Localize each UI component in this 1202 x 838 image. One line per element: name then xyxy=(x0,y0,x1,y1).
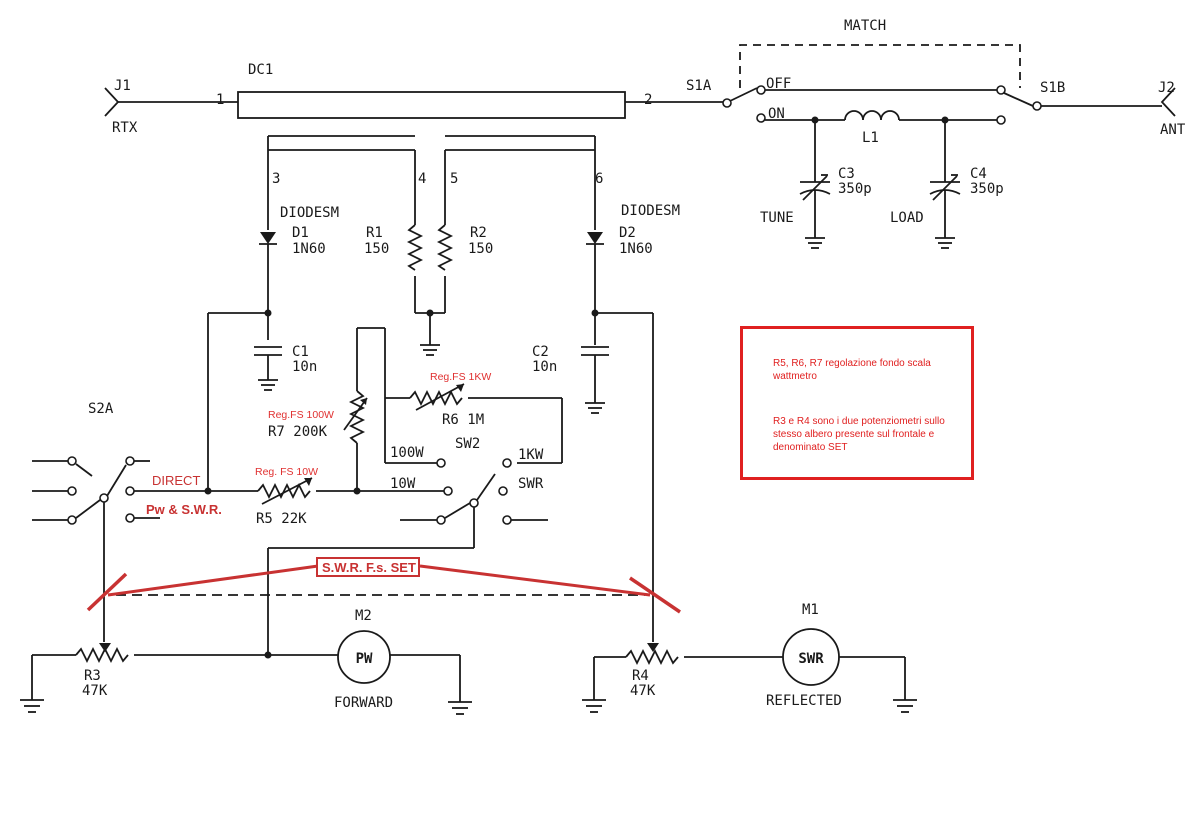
potentiometer-r4 xyxy=(582,643,785,713)
meter-m2-forward xyxy=(337,630,391,684)
dc1-pin1-label: 1 xyxy=(216,92,224,108)
capacitor-c2 xyxy=(581,346,609,414)
variable-capacitor-c4 xyxy=(929,120,961,249)
r4-label: R4 xyxy=(632,668,649,684)
dc1-label: DC1 xyxy=(248,62,273,78)
pin3-label: 3 xyxy=(272,171,280,187)
load-label: LOAD xyxy=(890,210,924,226)
pin4-label: 4 xyxy=(418,171,426,187)
tune-label: TUNE xyxy=(760,210,794,226)
reg-fs-1kw-annotation: Reg.FS 1KW xyxy=(430,371,491,383)
note-line-2: R3 e R4 sono i due potenziometri sullo s… xyxy=(773,416,945,453)
l1-label: L1 xyxy=(862,130,879,146)
reflected-label: REFLECTED xyxy=(766,693,842,709)
c3-value: 350p xyxy=(838,181,872,197)
reg-fs-100w-annotation: Reg.FS 100W xyxy=(268,409,334,421)
match-ganged-link xyxy=(739,44,1021,88)
d2-label: D2 xyxy=(619,225,636,241)
swr-fs-set-annotation-lines xyxy=(86,564,681,614)
s1a-common-terminal xyxy=(722,98,732,108)
sw2-1kw-label: 1KW xyxy=(518,447,544,463)
s1a-wiper xyxy=(729,87,758,102)
r4-value: 47K xyxy=(630,683,656,699)
switch-s2a xyxy=(32,456,208,642)
r3-label: R3 xyxy=(84,668,101,684)
rtx-label: RTX xyxy=(112,120,138,136)
ground-symbol-m1 xyxy=(893,657,917,713)
variable-capacitor-c3 xyxy=(799,120,831,249)
c4-label: C4 xyxy=(970,166,987,182)
j1-label: J1 xyxy=(114,78,131,94)
d1-value: 1N60 xyxy=(292,241,326,257)
s1a-label: S1A xyxy=(686,78,712,94)
c2-value: 10n xyxy=(532,359,557,375)
sw2-label: SW2 xyxy=(455,436,480,452)
swr-fs-set-box xyxy=(316,557,420,577)
s1b-wiper xyxy=(1003,92,1034,107)
c4-value: 350p xyxy=(970,181,1004,197)
resistor-r1 xyxy=(406,224,424,271)
ant-label: ANT xyxy=(1160,122,1186,138)
r1-label: R1 xyxy=(366,225,383,241)
r2-value: 150 xyxy=(468,241,493,257)
sw2-10w-label: 10W xyxy=(390,476,416,492)
m1-label: M1 xyxy=(802,602,819,618)
d1-label: D1 xyxy=(292,225,309,241)
input-connector-j1 xyxy=(104,87,238,117)
r5-label: R5 22K xyxy=(256,511,307,527)
c2-label: C2 xyxy=(532,344,549,360)
diode-d1 xyxy=(259,232,277,245)
r3-value: 47K xyxy=(82,683,108,699)
c1-label: C1 xyxy=(292,344,309,360)
direct-annotation: DIRECT xyxy=(152,473,200,488)
potentiometer-r3 xyxy=(20,643,345,713)
resistor-r2 xyxy=(436,224,454,271)
pin6-label: 6 xyxy=(595,171,603,187)
potentiometer-r7 xyxy=(348,390,366,444)
r6-label: R6 1M xyxy=(442,412,484,428)
off-label: OFF xyxy=(766,76,791,92)
diode-d2 xyxy=(586,232,604,245)
pin5-label: 5 xyxy=(450,171,458,187)
forward-label: FORWARD xyxy=(334,695,393,711)
d1-diodesm-label: DIODESM xyxy=(280,205,339,221)
m1-swr-label: SWR xyxy=(798,651,824,667)
directional-coupler-dc1 xyxy=(237,91,626,151)
dc1-pin2-label: 2 xyxy=(644,92,652,108)
inductor-l1 xyxy=(844,110,900,121)
m2-label: M2 xyxy=(355,608,372,624)
reg-fs-10w-annotation: Reg. FS 10W xyxy=(255,466,318,478)
m2-pw-label: PW xyxy=(356,651,373,667)
r2-label: R2 xyxy=(470,225,487,241)
note-box: R5, R6, R7 regolazione fondo scala wattm… xyxy=(740,326,974,480)
note-line-1: R5, R6, R7 regolazione fondo scala wattm… xyxy=(773,358,931,382)
pw-swr-annotation: Pw & S.W.R. xyxy=(146,502,222,517)
r7-label: R7 200K xyxy=(268,424,328,440)
j2-label: J2 xyxy=(1158,80,1175,96)
c1-value: 10n xyxy=(292,359,317,375)
c3-label: C3 xyxy=(838,166,855,182)
ground-symbol-m2 xyxy=(448,655,472,715)
swr-fs-set-label: S.W.R. F.s. SET xyxy=(322,560,416,575)
capacitor-c1 xyxy=(254,346,282,391)
sw2-100w-label: 100W xyxy=(390,445,424,461)
potentiometer-r6 xyxy=(409,389,463,407)
sw2-swr-label: SWR xyxy=(518,476,544,492)
ground-symbol-r1r2 xyxy=(420,344,440,356)
s1b-label: S1B xyxy=(1040,80,1065,96)
r1-value: 150 xyxy=(364,241,389,257)
potentiometer-r5 xyxy=(257,482,311,500)
d2-diodesm-label: DIODESM xyxy=(621,203,680,219)
match-label: MATCH xyxy=(844,18,886,34)
on-label: ON xyxy=(768,106,785,122)
switch-sw2 xyxy=(268,458,548,549)
d2-value: 1N60 xyxy=(619,241,653,257)
s2a-label: S2A xyxy=(88,401,114,417)
